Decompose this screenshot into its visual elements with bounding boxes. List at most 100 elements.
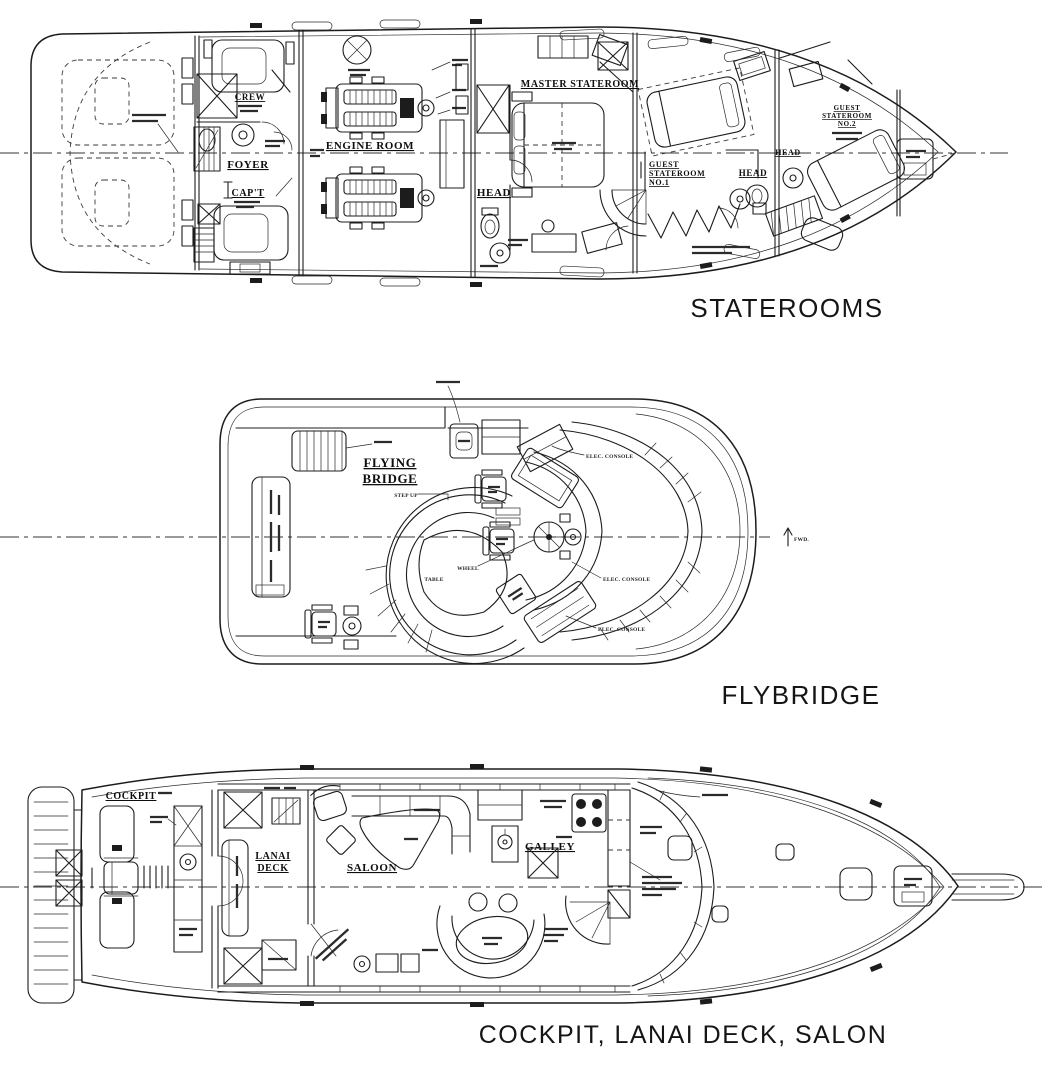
engine-room: ENGINE ROOM xyxy=(310,35,469,230)
deck-hatch-4 xyxy=(711,905,729,923)
flybridge-ladder xyxy=(291,430,392,472)
flybridge-outline xyxy=(219,398,757,665)
crew-shower xyxy=(196,73,238,119)
pedestal xyxy=(342,616,362,636)
armchair xyxy=(310,785,347,822)
main-deck: COCKPIT xyxy=(0,764,1046,1049)
staterooms-caption: STATEROOMS xyxy=(690,293,883,323)
lanai-label-1: LANAI xyxy=(255,851,290,862)
guest1-label-1: GUEST xyxy=(649,160,679,169)
guest-head: HEAD xyxy=(717,149,767,229)
dresser xyxy=(531,233,577,253)
guest-stateroom-2: GUEST STATEROOM NO.2 xyxy=(779,41,905,211)
lanai-stairs xyxy=(271,797,301,825)
galley-label: GALLEY xyxy=(525,841,575,853)
flybridge-table xyxy=(418,529,508,616)
crew-sink xyxy=(231,123,255,147)
deck-lines xyxy=(235,406,529,637)
hatch-aft xyxy=(99,891,135,949)
sink xyxy=(489,242,511,264)
tank xyxy=(439,119,465,189)
engine-port xyxy=(321,76,435,140)
elec-console-label-fwd: ELEC. CONSOLE xyxy=(586,454,633,460)
cockpit-console xyxy=(150,805,203,953)
elec-console-label-mid: ELEC. CONSOLE xyxy=(603,577,650,583)
main-hull xyxy=(80,768,959,1004)
port-bench xyxy=(251,476,291,598)
deckhouse-walls xyxy=(217,783,631,993)
forward-head-label: HEAD xyxy=(775,148,801,157)
engine-starboard xyxy=(321,166,435,230)
engine-room-vent xyxy=(342,35,372,65)
helm-chair-mid xyxy=(482,521,515,561)
elec-console-label-aft: ELEC. CONSOLE xyxy=(598,627,645,633)
dinette xyxy=(436,892,546,979)
guest2-label-1: GUEST xyxy=(834,104,861,112)
flybridge-caption: FLYBRIDGE xyxy=(722,680,881,710)
foredeck xyxy=(629,777,941,997)
lanai-seats xyxy=(223,791,263,985)
guest2-label-3: NO.2 xyxy=(838,120,856,128)
wet-bar xyxy=(436,380,521,459)
toilet xyxy=(480,213,500,239)
fwd-marker: FWD. xyxy=(783,527,809,547)
stairs xyxy=(193,126,221,172)
fighting-chair xyxy=(91,857,169,897)
flying-bridge-label-1: FLYING xyxy=(364,455,417,470)
deck-hatch-2 xyxy=(775,843,795,861)
lanai-deck: LANAI DECK xyxy=(211,786,301,989)
master-stateroom-label: MASTER STATEROOM xyxy=(521,79,639,90)
aft-deck-dashed xyxy=(61,41,194,265)
cockpit: COCKPIT xyxy=(55,791,203,953)
flying-bridge-label-2: BRIDGE xyxy=(363,471,418,486)
deck-hatch-1 xyxy=(667,835,693,861)
head-amidships-label: HEAD xyxy=(477,187,511,199)
cabin-front xyxy=(631,781,715,991)
staterooms-deck: CREW FOYER CAP'T ENGINE ROOM xyxy=(0,19,1008,323)
galley-island xyxy=(527,847,559,879)
companion-chair xyxy=(304,604,337,644)
helm-chair-forward xyxy=(474,469,507,509)
guest-stateroom-1: GUEST STATEROOM NO.1 xyxy=(599,50,771,255)
cockpit-label: COCKPIT xyxy=(106,791,157,802)
wheel-label: WHEEL xyxy=(457,566,479,572)
shower xyxy=(476,84,510,134)
galley-stove xyxy=(571,793,607,833)
guest1-label-3: NO.1 xyxy=(649,178,669,187)
guest-head-label: HEAD xyxy=(739,168,767,178)
swim-platform xyxy=(27,786,83,1004)
sink xyxy=(782,167,804,189)
transom-boxes xyxy=(55,849,83,907)
lanai-bench xyxy=(221,839,249,937)
master-bed xyxy=(511,102,605,188)
bow-gear xyxy=(896,138,956,180)
step-up-label: STEP UP xyxy=(394,493,418,499)
master-stateroom: MASTER STATEROOM xyxy=(508,33,639,254)
saloon: SALOON xyxy=(310,785,546,979)
galley-sink-counter xyxy=(491,825,519,863)
saloon-table xyxy=(359,808,441,870)
galley-counter-fwd xyxy=(607,789,631,887)
fwd-marker-label: FWD. xyxy=(794,537,809,543)
toilet xyxy=(729,188,751,210)
bait-station xyxy=(261,939,297,971)
saloon-settee xyxy=(351,795,471,855)
bow-seat xyxy=(510,447,580,509)
main-deck-cleats xyxy=(300,764,883,1007)
windlass-box xyxy=(896,138,934,180)
forward-head: HEAD xyxy=(745,148,844,251)
windlass xyxy=(893,865,933,907)
spiral-stair xyxy=(599,189,647,237)
guest1-label-2: STATEROOM xyxy=(649,169,705,178)
lanai-label-2: DECK xyxy=(257,863,288,874)
hatch-forward xyxy=(99,805,135,863)
settee-spiral: TABLE xyxy=(365,486,525,665)
captain-cabin: CAP'T xyxy=(193,181,289,275)
galley: GALLEY xyxy=(477,789,631,945)
bow-pulpit xyxy=(951,873,1025,901)
foyer: FOYER xyxy=(193,126,293,197)
captain-label: CAP'T xyxy=(232,188,265,199)
deck-hatch-3 xyxy=(839,867,873,901)
side-table xyxy=(326,825,356,855)
